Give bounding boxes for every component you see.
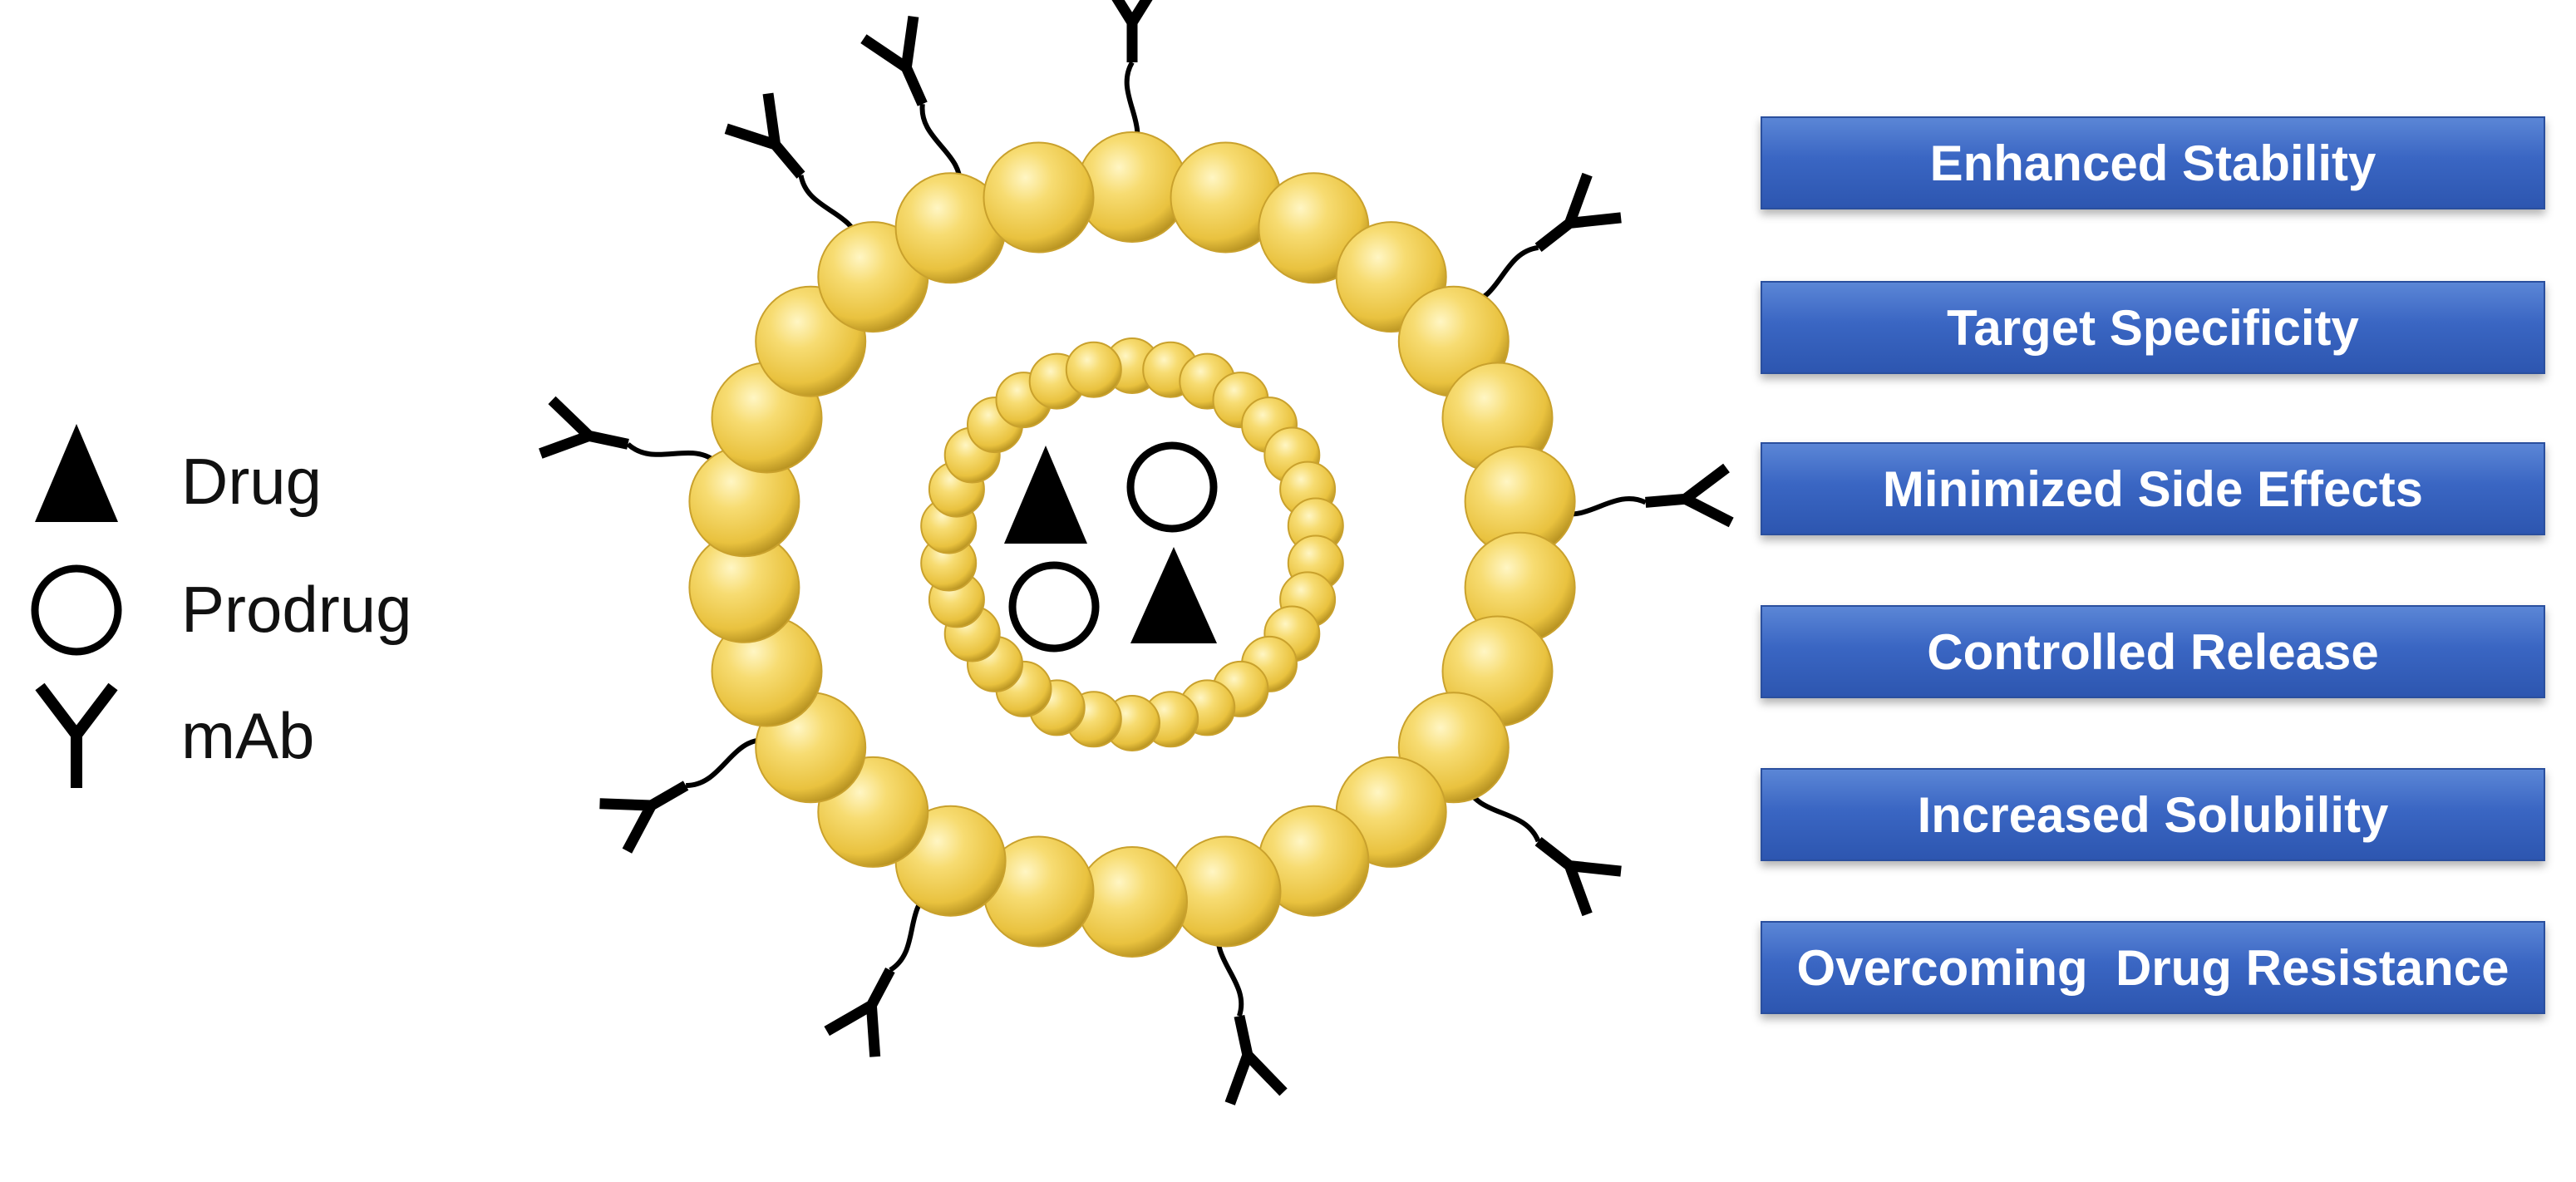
antibody-mab-icon <box>599 736 766 854</box>
legend-drug-label: Drug <box>181 445 322 518</box>
benefit-target-specificity: Target Specificity <box>1761 281 2545 374</box>
legend-mab-label: mAb <box>181 699 314 772</box>
antibody-mab-icon <box>1465 172 1622 307</box>
cargo-drug-triangle-icon <box>1004 446 1087 544</box>
benefit-minimized-side-effects: Minimized Side Effects <box>1761 442 2545 535</box>
benefit-increased-solubility: Increased Solubility <box>1761 768 2545 861</box>
antibody-mab-icon <box>539 396 720 465</box>
antibody-mab-icon <box>1111 0 1153 155</box>
nanoparticle-cargo <box>1004 441 1218 653</box>
benefit-overcoming-drug-resistance: Overcoming Drug Resistance <box>1761 921 2545 1014</box>
cargo-prodrug-circle-icon <box>1126 441 1218 533</box>
benefit-controlled-release: Controlled Release <box>1761 605 2545 698</box>
legend-prodrug-label: Prodrug <box>181 573 412 646</box>
antibody-mab-icon <box>824 887 935 1057</box>
outer-lipid-bead <box>983 141 1095 254</box>
antibody-mab-icon <box>724 92 863 246</box>
drug-triangle-icon <box>35 424 118 522</box>
nanoparticle-diagram: Drug Prodrug mAb <box>31 0 1734 1106</box>
prodrug-circle-icon <box>31 564 122 656</box>
legend: Drug Prodrug mAb <box>31 424 412 788</box>
outer-lipid-ring <box>688 131 1576 958</box>
outer-lipid-bead <box>1170 835 1282 948</box>
inner-lipid-bead <box>1065 341 1122 398</box>
cargo-drug-triangle-icon <box>1130 547 1217 643</box>
inner-lipid-ring <box>920 337 1344 751</box>
antibody-mab-icon <box>1553 463 1734 528</box>
antibody-mab-icon <box>1215 925 1288 1106</box>
mab-antibody-icon <box>35 682 118 788</box>
antibody-mab-icon <box>1464 784 1622 917</box>
outer-lipid-bead <box>1076 846 1188 958</box>
benefit-enhanced-stability: Enhanced Stability <box>1761 116 2545 209</box>
antibody-mab-icon <box>860 15 963 188</box>
cargo-prodrug-circle-icon <box>1008 561 1100 653</box>
outer-lipid-bead <box>1076 131 1188 243</box>
